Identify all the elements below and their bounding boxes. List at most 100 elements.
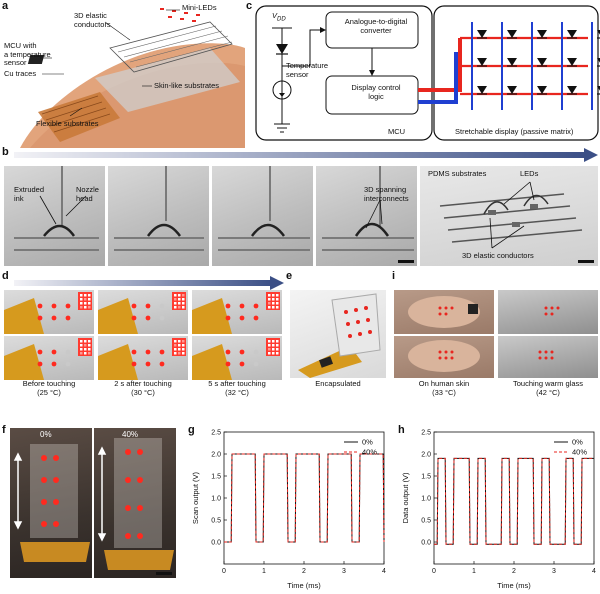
panel-d-led [225,349,231,355]
panel-d-led [225,303,231,309]
y-axis-label: Data output (V) [401,472,410,523]
passive-matrix [460,22,600,110]
panel-letter-h: h [398,424,405,436]
y-tick-label: 1.0 [211,496,221,503]
panel-letter-c: c [246,0,253,12]
x-tick-label: 0 [222,568,226,575]
matrix-diode [537,58,547,66]
panel-letter-b: b [2,146,9,158]
panel-d-led [225,361,231,367]
panel-letter-f: f [2,424,6,436]
panel-d-led [159,315,165,321]
y-tick-label: 0.5 [421,518,431,525]
scale-bar-f [156,572,172,575]
display-box [433,5,599,141]
matrix-diode [507,30,517,38]
panel-d-led [65,349,71,355]
panel-b-arrow-head [584,148,598,162]
x-tick-label: 2 [512,568,516,575]
panel-b-photo-5 [420,166,598,266]
y-tick-label: 2.5 [421,430,431,437]
label-mcu-box: MCU [388,127,406,136]
matrix-diode [477,58,487,66]
panel-d-led [131,349,137,355]
panel-c-circuit [255,5,600,141]
label-nozzle-head: Nozzle head [76,185,99,203]
panel-d-led [37,315,43,321]
panel-d-photo [98,336,188,380]
panel-d-led [51,315,57,321]
legend-label: 40% [362,448,377,457]
panel-d-led [239,315,245,321]
panel-letter-i: i [392,270,396,282]
panel-d-led [131,303,137,309]
panel-d-led [131,315,137,321]
caption-d-3: 5 s after touching (32 °C) [208,379,266,397]
panel-d-led [65,315,71,321]
panel-letter-g: g [188,424,195,436]
caption-d-2: 2 s after touching (30 °C) [114,379,172,397]
label-leds: LEDs [520,169,539,178]
x-tick-label: 0 [432,568,436,575]
panel-letter-e: e [286,270,293,282]
y-tick-label: 0.0 [421,540,431,547]
label-temperature-sensor: Temperature sensor [286,61,329,79]
panel-d-led [159,303,165,309]
series-line-40pct [434,457,594,545]
panel-d-led [239,303,245,309]
x-axis-label: Time (ms) [287,581,321,590]
scale-bar-b1 [398,260,414,263]
current-source [272,80,292,100]
panel-d-led [51,361,57,367]
label-3d-elastic-conductors: 3D elastic conductors [74,11,111,29]
y-tick-label: 2.0 [211,452,221,459]
y-tick-label: 0.0 [211,540,221,547]
panel-d-led [253,361,259,367]
panel-d-led [51,303,57,309]
legend-label: 0% [362,438,373,447]
matrix-diode [567,30,577,38]
panel-d-led [65,303,71,309]
panel-i-overlay [408,296,560,372]
mini-led-layer [109,21,233,73]
x-tick-label: 4 [382,568,386,575]
label-extruded-ink: Extruded ink [14,185,45,203]
panel-letter-d: d [2,270,9,282]
label-cu-traces: Cu traces [4,69,37,78]
matrix-diode [507,86,517,94]
panel-d-led [145,361,151,367]
panel-b-drawing [14,166,583,251]
x-tick-label: 3 [342,568,346,575]
label-flexible-substrates: Flexible substrates [36,119,99,128]
panel-d-photo [98,290,188,334]
label-f-0: 0% [40,430,52,439]
panel-d-led [239,349,245,355]
panel-d-led [37,303,43,309]
skin-like-substrate [95,48,240,112]
panel-i-photo-4 [498,336,598,378]
series-line-0pct [434,457,594,545]
matrix-diode [597,58,600,63]
panel-d-led [131,361,137,367]
label-3d-elastic: 3D elastic conductors [462,251,534,260]
y-tick-label: 2.0 [421,452,431,459]
caption-e: Encapsulated [315,379,361,388]
label-mini-leds: Mini-LEDs [182,3,217,12]
panel-f-overlay [13,438,174,570]
scale-bar-b2 [578,260,594,263]
panel-d-led [253,303,259,309]
panel-d-led [145,349,151,355]
label-vdd: VDD [272,11,286,23]
panel-i-photo-2 [498,290,598,334]
panel-e-photo [290,290,386,378]
label-adc: Analogue-to-digital converter [344,17,408,35]
panel-d-led [37,361,43,367]
panel-d-led [253,349,259,355]
caption-i-2: Touching warm glass (42 °C) [512,379,584,397]
panel-letter-a: a [2,0,9,12]
matrix-diode [477,30,487,38]
matrix-diode [477,86,487,94]
y-axis-label: Scan output (V) [191,471,200,524]
